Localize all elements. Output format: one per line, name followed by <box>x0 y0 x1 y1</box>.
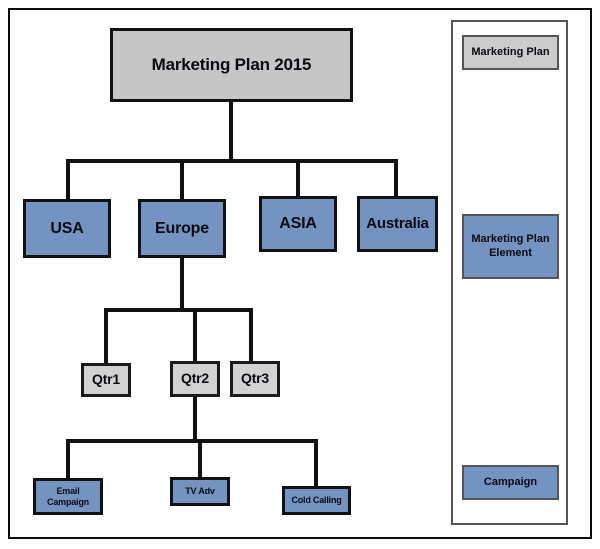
legend-item-marketing-plan: Marketing Plan <box>462 35 559 70</box>
connector-drop-europe <box>180 159 184 200</box>
outer-frame <box>8 8 592 539</box>
node-tv-adv[interactable]: TV Adv <box>170 477 230 506</box>
connector-drop-qtr1 <box>104 308 108 364</box>
node-email-campaign[interactable]: Email Campaign <box>33 478 103 515</box>
connector-drop-email <box>66 439 70 479</box>
connector-level2-bus <box>104 308 253 312</box>
connector-drop-australia <box>394 159 398 197</box>
legend-item-marketing-plan-element: Marketing Plan Element <box>462 214 559 279</box>
connector-drop-tv <box>198 439 202 478</box>
node-asia[interactable]: ASIA <box>259 196 337 252</box>
node-qtr3[interactable]: Qtr3 <box>230 361 280 397</box>
node-cold-calling[interactable]: Cold Calling <box>282 486 351 515</box>
node-europe[interactable]: Europe <box>138 199 226 258</box>
connector-level3-bus <box>66 439 318 443</box>
node-qtr2[interactable]: Qtr2 <box>170 361 220 397</box>
node-usa[interactable]: USA <box>23 199 111 258</box>
connector-drop-usa <box>66 159 70 200</box>
connector-europe-stem <box>180 258 184 311</box>
connector-qtr2-stem <box>193 397 197 442</box>
legend-item-campaign: Campaign <box>462 465 559 500</box>
node-marketing-plan-2015[interactable]: Marketing Plan 2015 <box>110 28 353 102</box>
node-australia[interactable]: Australia <box>357 196 438 252</box>
node-qtr1[interactable]: Qtr1 <box>81 363 131 397</box>
legend-panel: Marketing Plan Marketing Plan Element Ca… <box>451 20 568 525</box>
connector-drop-asia <box>296 159 300 197</box>
connector-level1-bus <box>66 159 398 163</box>
connector-drop-qtr2 <box>193 308 197 362</box>
connector-root-stem <box>229 102 233 162</box>
connector-drop-cold <box>314 439 318 487</box>
connector-drop-qtr3 <box>249 308 253 362</box>
